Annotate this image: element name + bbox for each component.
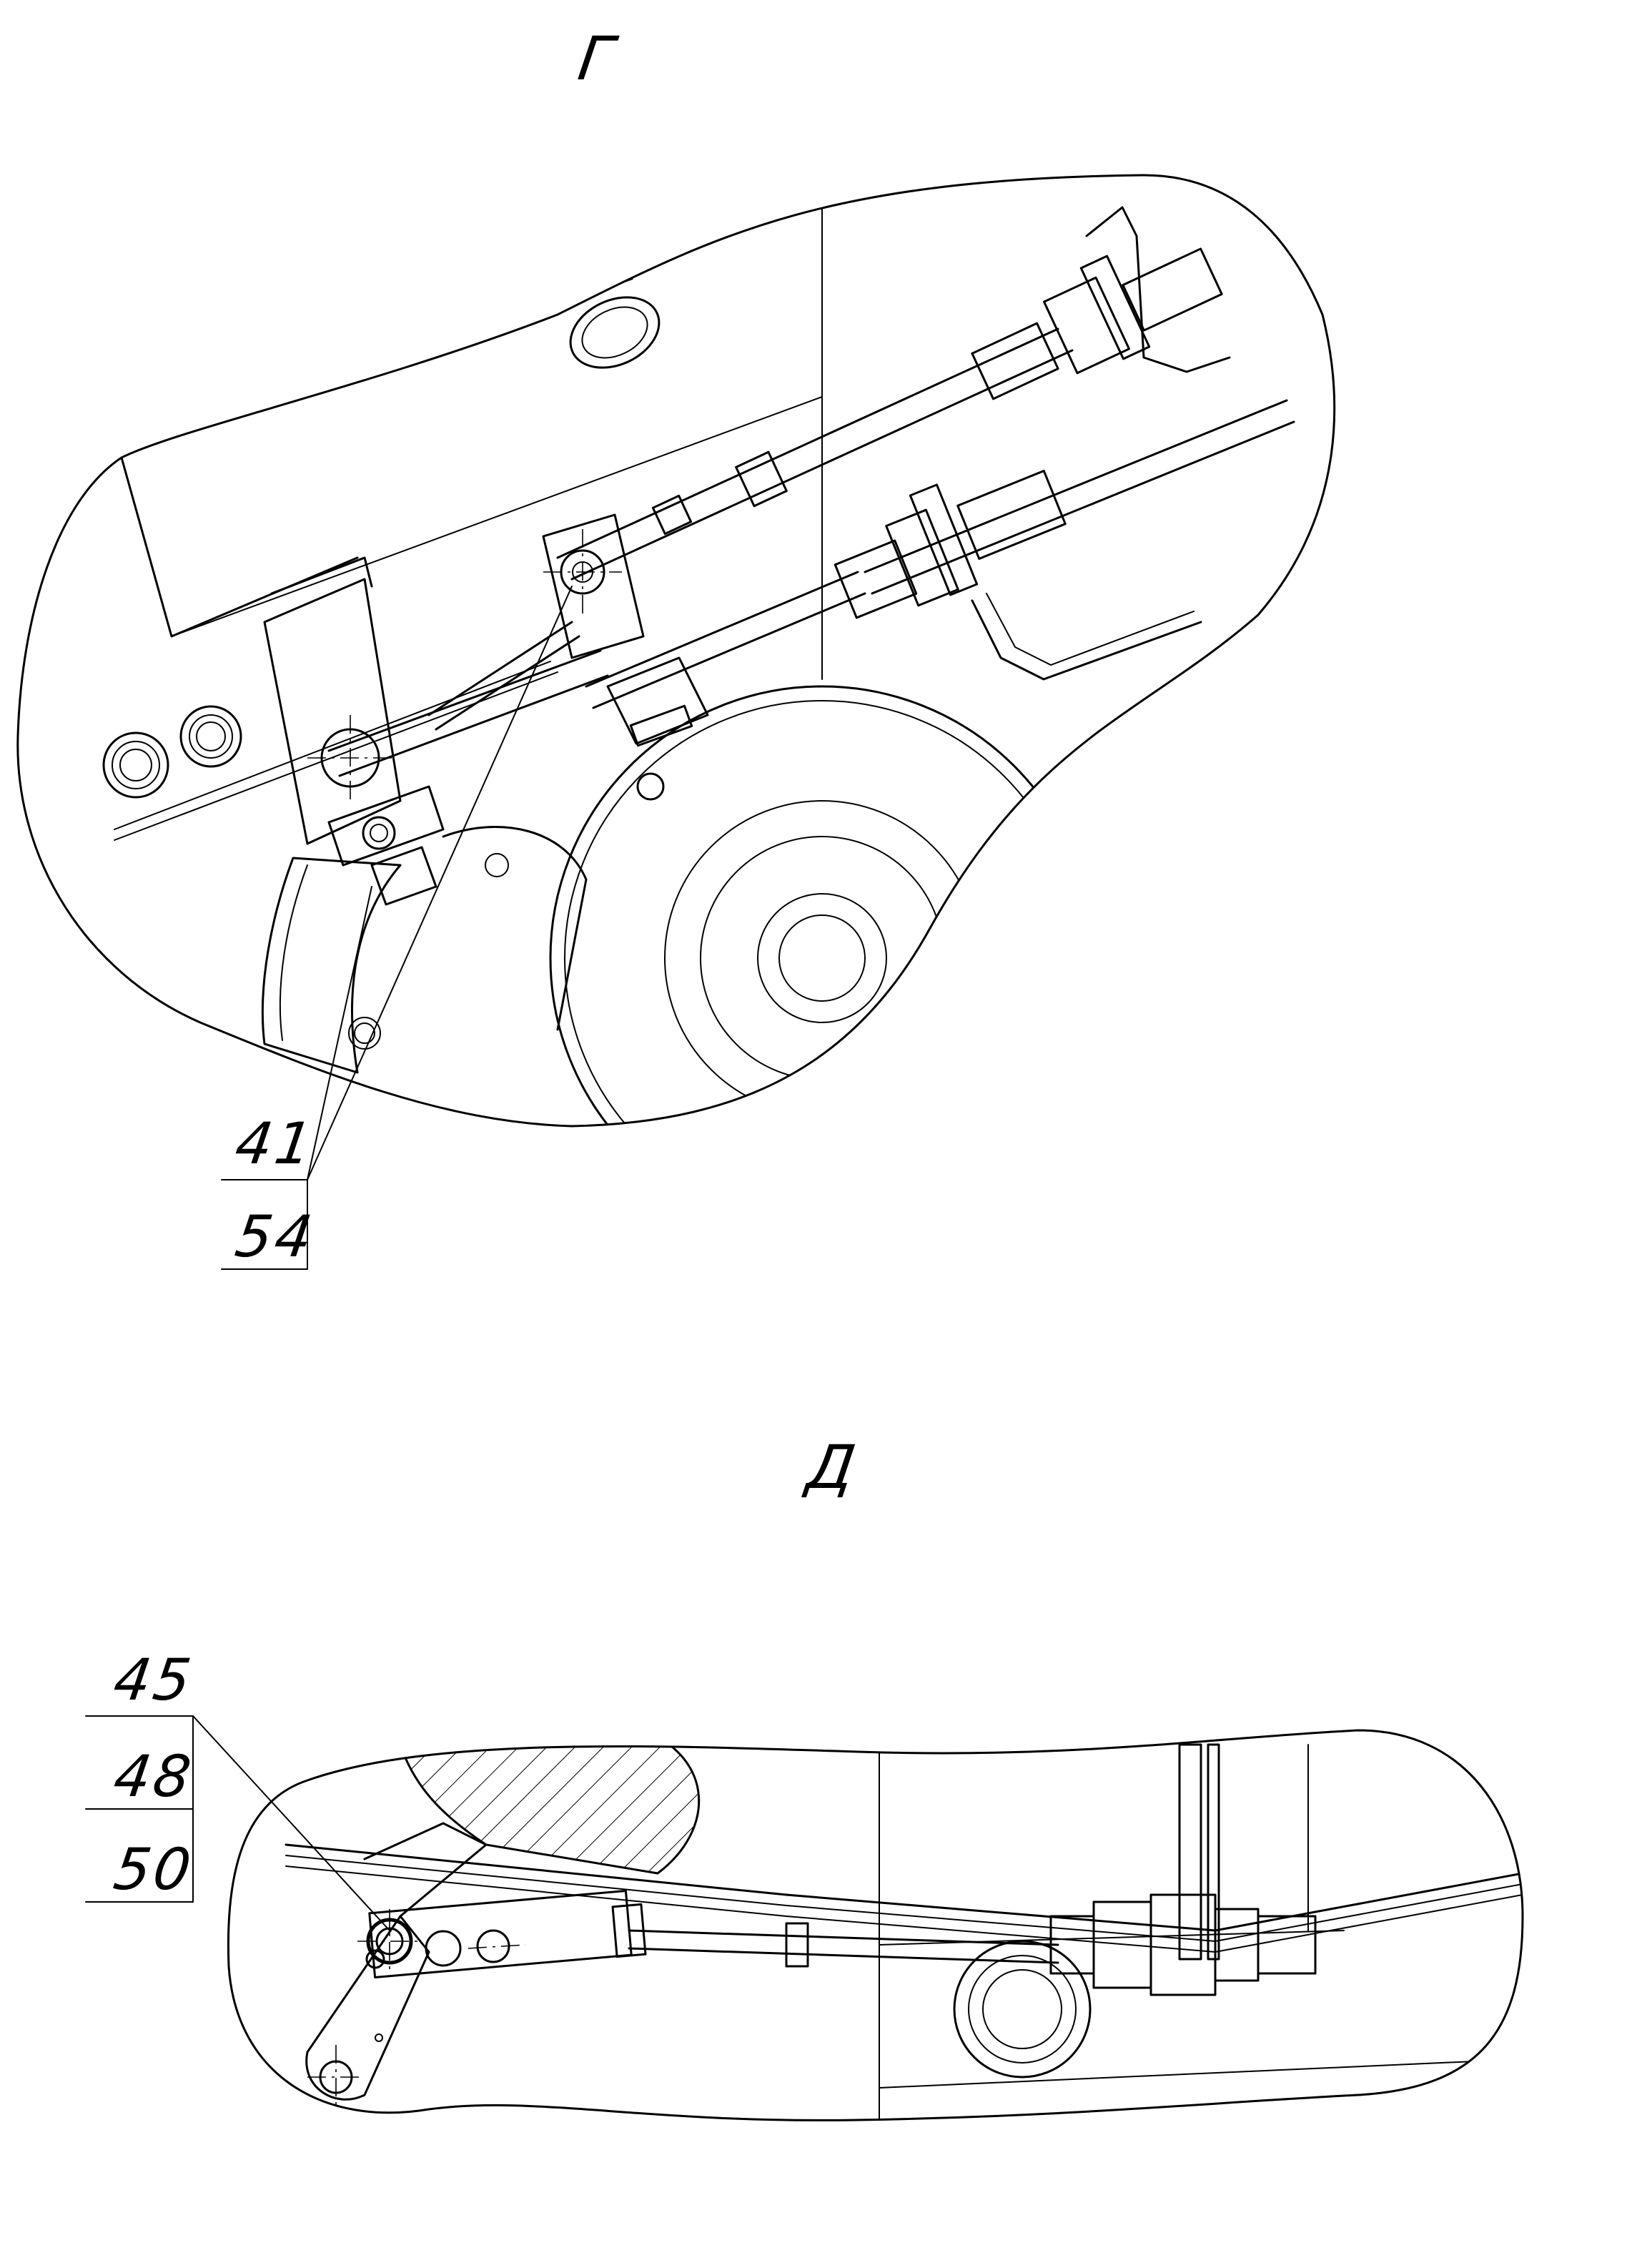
callout-45: 45 <box>109 1647 198 1713</box>
callout-54: 54 <box>231 1203 320 1270</box>
view-g-outline <box>16 174 1336 1128</box>
view-d-detail <box>85 1715 1524 2121</box>
callout-48: 48 <box>109 1743 198 1810</box>
view-g-detail <box>16 174 1336 1270</box>
view-d-outline <box>227 1729 1524 2121</box>
callout-41: 41 <box>231 1110 320 1177</box>
callout-50: 50 <box>109 1836 198 1903</box>
view-d-title: Д <box>803 1432 860 1502</box>
